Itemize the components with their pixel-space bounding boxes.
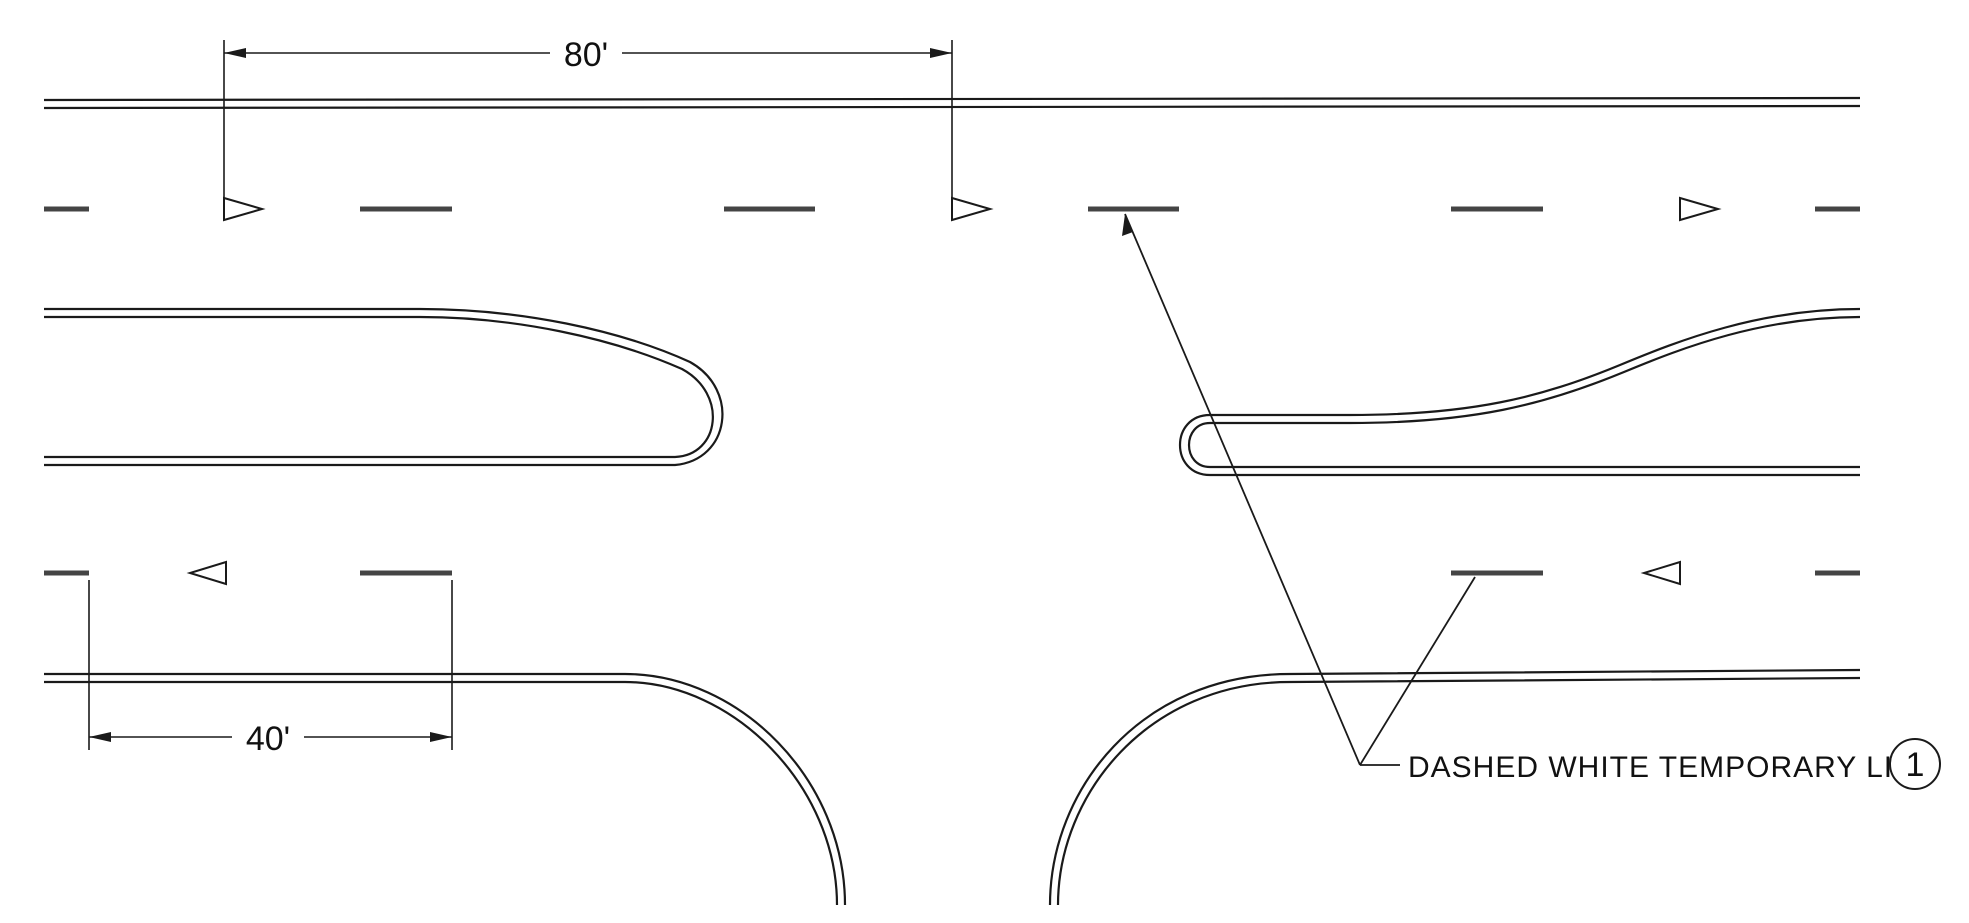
right-median-island bbox=[1178, 307, 1861, 477]
dimension-40ft: 40' bbox=[88, 580, 453, 758]
dimension-label-80: 80' bbox=[564, 36, 608, 74]
direction-arrow-right-icon bbox=[1679, 196, 1722, 222]
upper-lane-line bbox=[44, 196, 1860, 222]
bottom-left-curb-return bbox=[44, 672, 847, 906]
direction-arrow-right-icon bbox=[223, 196, 266, 222]
note-number: 1 bbox=[1906, 746, 1925, 784]
dimension-80ft: 80' bbox=[223, 36, 953, 200]
lower-lane-line bbox=[44, 560, 1860, 586]
callout-label: DASHED WHITE TEMPORARY LINE bbox=[1408, 751, 1937, 784]
direction-arrow-left-icon bbox=[1640, 560, 1681, 586]
note-balloon: 1 bbox=[1889, 738, 1941, 790]
left-median-island bbox=[44, 307, 724, 467]
direction-arrow-right-icon bbox=[951, 196, 994, 222]
bottom-right-curb-return bbox=[1048, 668, 1861, 906]
direction-arrow-left-icon bbox=[186, 560, 227, 586]
dimension-label-40: 40' bbox=[246, 720, 290, 758]
callout-leaders bbox=[1122, 213, 1476, 766]
